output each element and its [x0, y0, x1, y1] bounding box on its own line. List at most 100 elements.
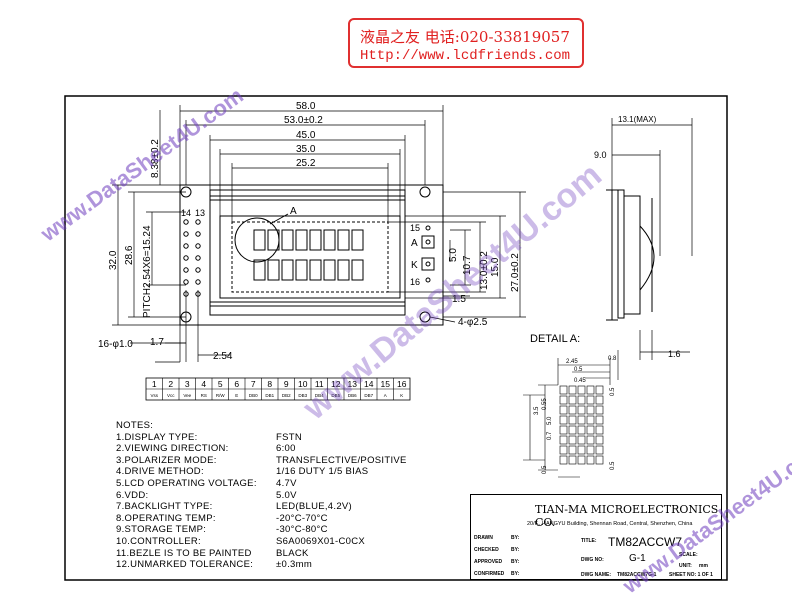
stamp-url[interactable]: Http://www.lcdfriends.com	[360, 48, 571, 64]
detail-a-callout	[234, 217, 280, 263]
note-value: BLACK	[276, 547, 309, 559]
matrix-dot	[568, 425, 577, 435]
pin-name: DB5	[331, 393, 340, 398]
revision: G-1	[629, 553, 646, 564]
note-value: 4.7V	[276, 477, 297, 489]
company-address: 20/F., HANGYU Building, Shennan Road, Ce…	[527, 521, 693, 527]
pin-number: 10	[298, 379, 308, 389]
drawn-by: BY:	[511, 535, 520, 541]
matrix-dot	[586, 425, 595, 435]
detail-05d: 0.5	[610, 461, 616, 470]
pin-table: 1Vss2Vcc3Vee4RS5R/W6E7DB08DB19DB210DB311…	[145, 377, 411, 401]
matrix-dot	[586, 445, 595, 455]
matrix-dot	[586, 455, 595, 465]
side-view	[606, 118, 693, 360]
bl-pin	[425, 261, 431, 267]
detail-a	[523, 350, 619, 478]
pin-label-k: K	[411, 260, 418, 271]
bl-pad	[421, 235, 435, 249]
note-value: TRANSFLECTIVE/POSITIVE	[276, 454, 407, 466]
matrix-dot	[559, 395, 568, 405]
note-item: 3.POLARIZER MODE: TRANSFLECTIVE/POSITIVE	[116, 454, 406, 467]
approved-by: BY:	[511, 559, 520, 565]
pin-number: 1	[152, 379, 157, 389]
pin-name: DB0	[249, 393, 258, 398]
char-cell	[323, 229, 336, 251]
dim-150: 15.0	[490, 257, 501, 277]
matrix-dot	[595, 415, 604, 425]
dwg-name: TM82ACCW7G-1	[617, 572, 657, 578]
matrix-dot	[595, 445, 604, 455]
pin-name: DB4	[315, 393, 324, 398]
matrix-dot	[559, 385, 568, 395]
detail-05a: 0.5	[574, 367, 583, 373]
pin-name: Vss	[150, 393, 158, 398]
matrix-dot	[568, 405, 577, 415]
pin-name: A	[384, 393, 387, 398]
top-bar	[209, 195, 406, 201]
sheet-no: SHEET NO: 1 OF 1	[669, 572, 713, 578]
left-dimensions	[112, 110, 186, 326]
note-value: S6A0069X01-C0CX	[276, 535, 365, 547]
note-label: 6.VDD:	[116, 489, 149, 501]
matrix-dot	[577, 435, 586, 445]
matrix-dot	[568, 385, 577, 395]
bezel-outer	[209, 189, 406, 316]
pin-name: DB6	[348, 393, 357, 398]
connector-pin	[183, 279, 189, 285]
side-16: 1.6	[668, 349, 681, 359]
char-cell	[253, 229, 266, 251]
side-9: 9.0	[594, 150, 607, 160]
pcb-outline	[179, 184, 444, 326]
char-cell	[267, 259, 280, 281]
matrix-dot	[559, 435, 568, 445]
pin-number: 14	[364, 379, 374, 389]
model-number: TM82ACCW7	[608, 535, 683, 549]
viewing-area	[219, 215, 401, 299]
pin-name: E	[235, 393, 238, 398]
connector-pin	[195, 267, 201, 273]
note-label: 3.POLARIZER MODE:	[116, 454, 217, 466]
note-value: 1/16 DUTY 1/5 BIAS	[276, 466, 369, 478]
approved-label: APPROVED	[474, 559, 503, 565]
note-item: 10.CONTROLLER:S6A0069X01-C0CX	[116, 536, 365, 548]
pin-name: DB3	[298, 393, 307, 398]
connector-pin	[183, 255, 189, 261]
pin-name: Vee	[183, 393, 191, 398]
dim-32: 32.0	[108, 250, 119, 270]
note-item: 1.DISPLAY TYPE:FSTN	[116, 432, 302, 444]
pin-name: DB7	[364, 393, 373, 398]
detail-07: 0.7	[547, 431, 553, 440]
matrix-dot	[577, 425, 586, 435]
char-cell	[309, 229, 322, 251]
pin-label-a: A	[411, 238, 418, 249]
dim-53: 53.0±0.2	[284, 115, 323, 126]
note-value: ±0.3mm	[276, 559, 313, 571]
dim-45: 45.0	[296, 130, 316, 141]
char-cell	[295, 229, 308, 251]
dim-838: 8.38±0.2	[150, 139, 161, 178]
matrix-dot	[559, 415, 568, 425]
matrix-dot	[595, 395, 604, 405]
detail-045: 0.45	[574, 378, 586, 384]
note-value: -20°C-70°C	[276, 512, 328, 524]
dim-130: 13.0±0.2	[479, 251, 490, 290]
notes-title: NOTES:	[116, 420, 154, 431]
pin-label-14: 14	[181, 208, 191, 218]
char-cell	[351, 259, 364, 281]
note-label: 4.DRIVE METHOD:	[116, 466, 204, 478]
pin-label-15: 15	[410, 223, 420, 233]
bl-pin	[425, 277, 431, 283]
detail-05b: 0.5	[542, 465, 548, 474]
dim-17: 1.7	[150, 337, 164, 348]
char-cell	[337, 259, 350, 281]
connector-pin	[195, 231, 201, 237]
note-item: 9.STORAGE TEMP:-30°C-80°C	[116, 524, 327, 536]
note-label: 12.UNMARKED TOLERANCE:	[116, 559, 254, 571]
detail-35: 3.5	[534, 406, 540, 415]
checked-label: CHECKED	[474, 547, 499, 553]
pin-number: 11	[315, 379, 324, 389]
char-cell	[351, 229, 364, 251]
